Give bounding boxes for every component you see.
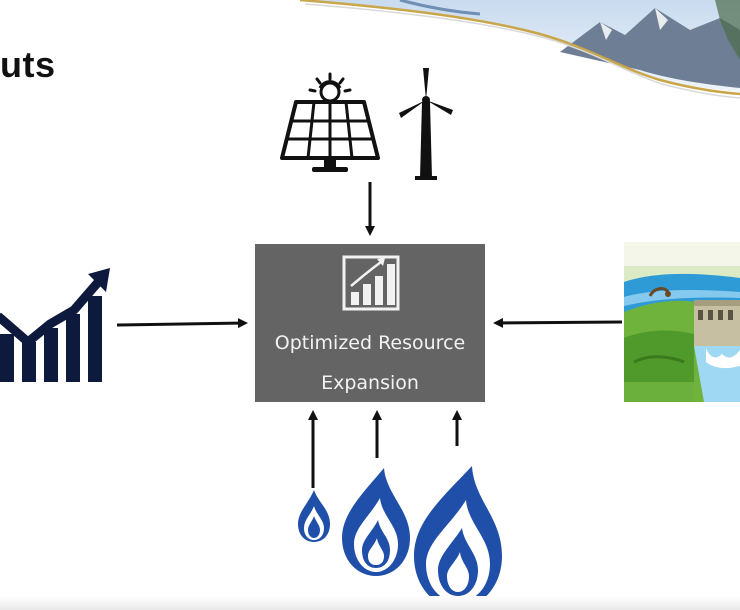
gas-flame-icon: [298, 490, 330, 542]
gas-flame-icon: [414, 466, 502, 608]
arrow-from-hydro: [493, 317, 623, 328]
growth-chart-icon: [0, 268, 110, 382]
center-node-label-line2: Expansion: [321, 372, 419, 394]
bar-chart-icon: [342, 255, 400, 311]
solar-panel-icon: [280, 72, 380, 172]
gas-flame-icon: [342, 468, 410, 576]
hydro-dam-icon: [624, 242, 740, 402]
center-node: Optimized Resource Expansion: [255, 244, 485, 402]
wind-turbine-icon: [399, 68, 453, 180]
bottom-edge: [0, 596, 740, 610]
arrow-from-demand: [116, 318, 248, 329]
center-node-label-line1: Optimized Resource: [274, 332, 466, 354]
slide-title: uts: [0, 44, 56, 85]
header-banner: [299, 0, 740, 99]
